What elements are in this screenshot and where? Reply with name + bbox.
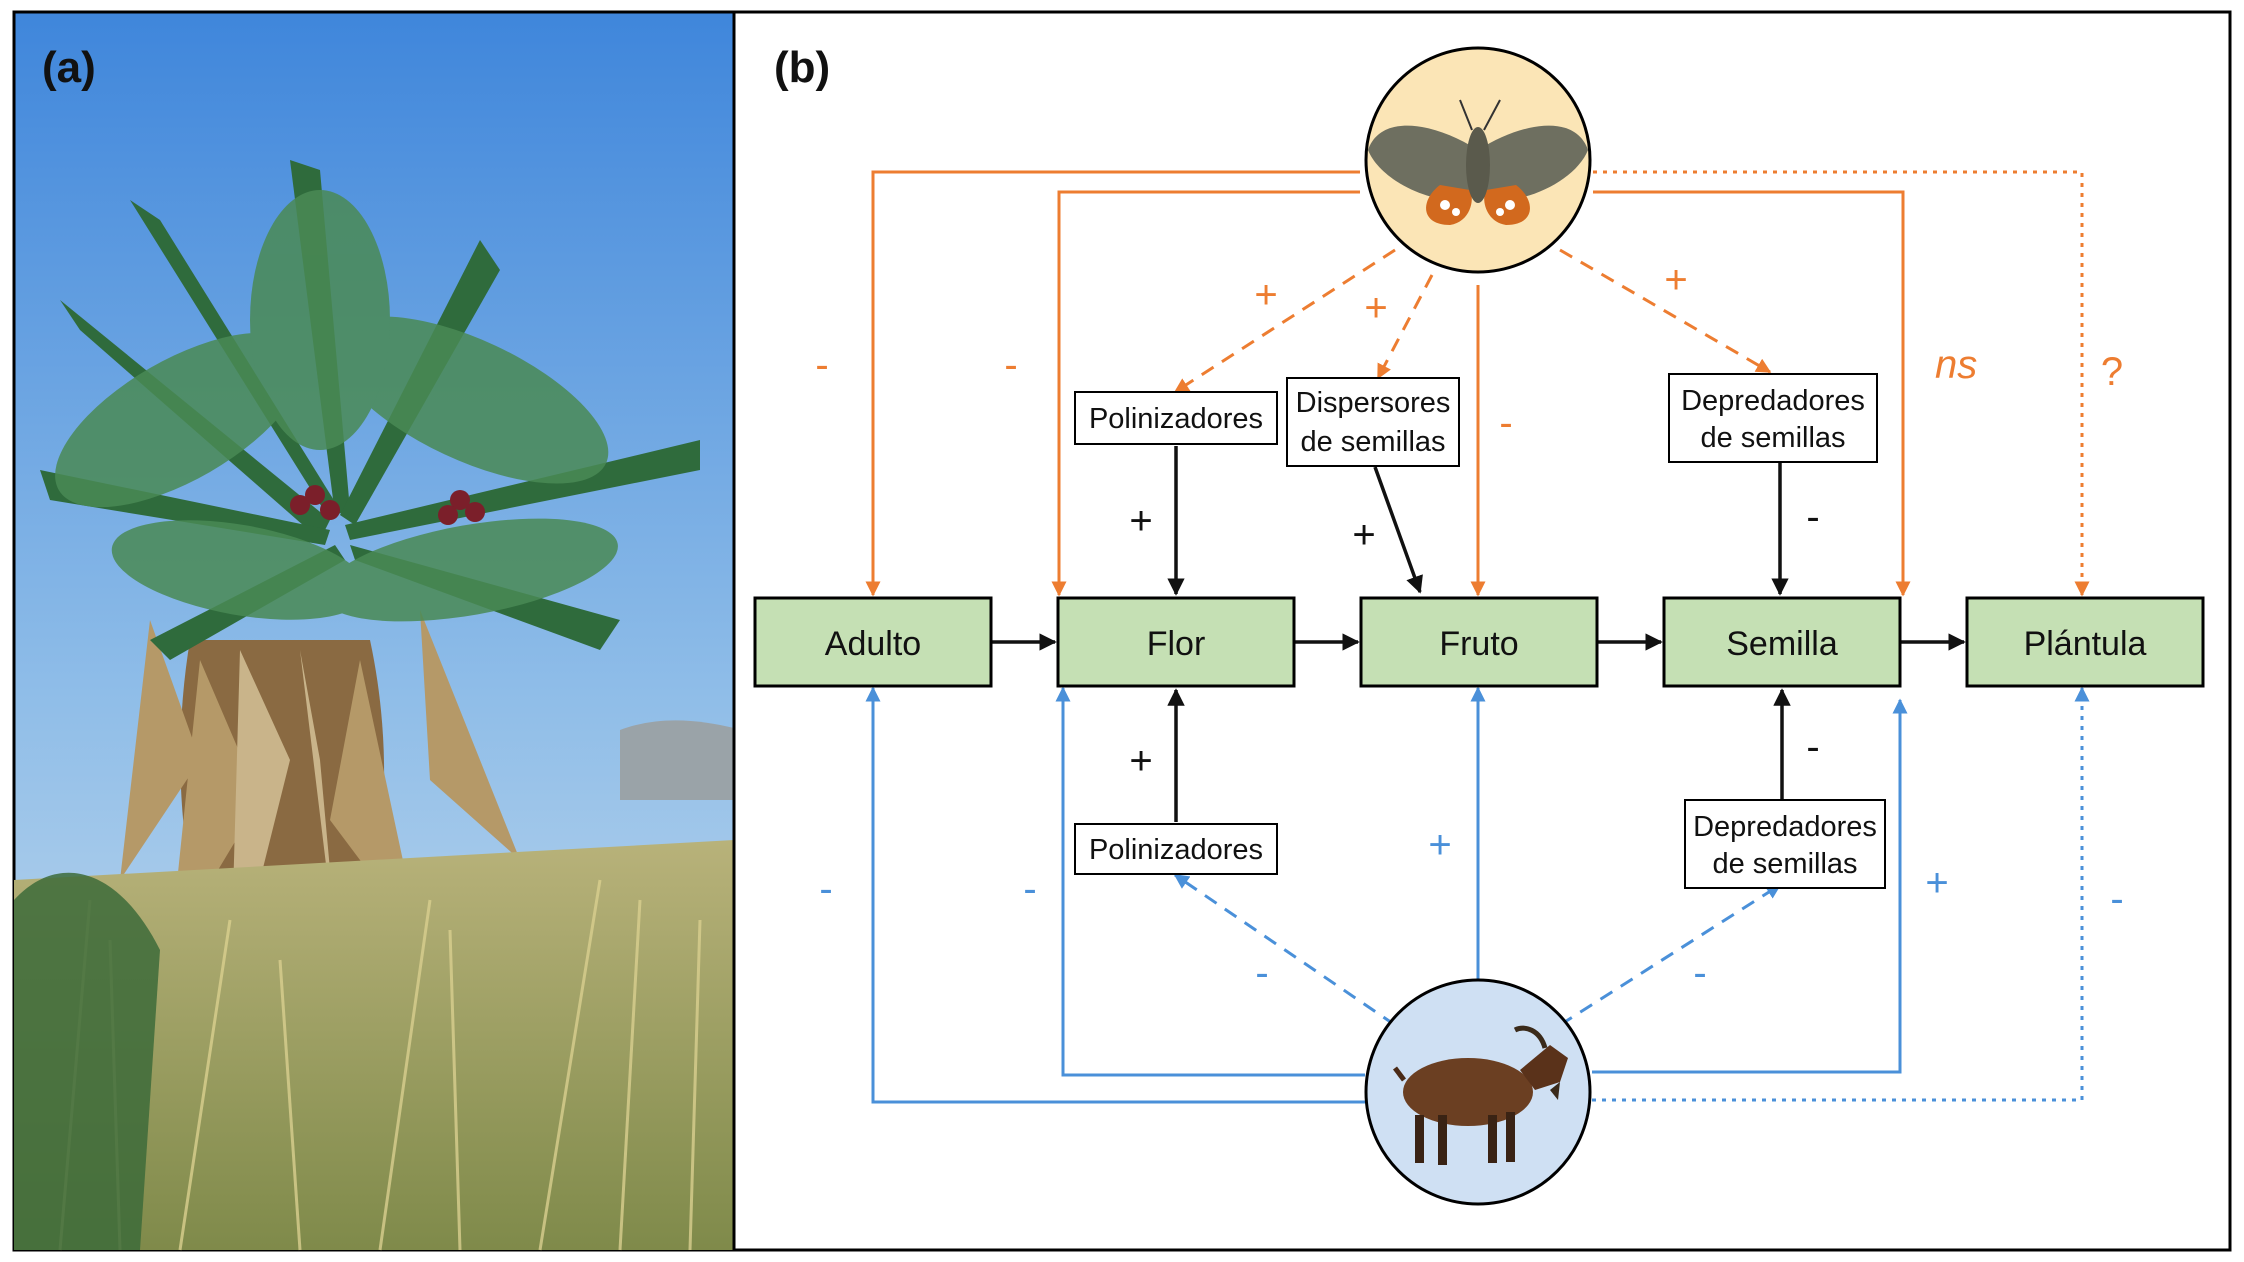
dispersores-label-line1: Dispersores	[1296, 387, 1451, 419]
stage-fruto: Fruto	[1359, 596, 1599, 688]
goat-icon	[1393, 1025, 1568, 1165]
depredadores-top-label-line2: de semillas	[1700, 422, 1845, 454]
panel-b-label: (b)	[774, 43, 830, 92]
goat-to-semilla-arrow	[1592, 698, 1908, 1074]
depredadores-top-label-line1: Depredadores	[1681, 385, 1865, 417]
stage-plantula: Plántula	[1965, 596, 2205, 688]
goat-to-adulto-arrow	[865, 686, 1365, 1104]
polinizadores-flor-bottom-sign: +	[1129, 739, 1152, 783]
palm-tree-photo	[14, 160, 734, 1251]
goat-effect-arrows	[865, 686, 2090, 1104]
moth-effect-arrows	[865, 170, 2090, 597]
stage-flor-label: Flor	[1147, 625, 1206, 663]
panel-b: (b)	[732, 10, 2232, 1252]
moth-dispersores-sign: +	[1364, 286, 1387, 330]
moth-fruto-sign: -	[1499, 401, 1512, 445]
moth-flor-sign: -	[1004, 343, 1017, 387]
depredadores-semilla-bottom-sign: -	[1806, 725, 1819, 769]
panel-a: (a)	[12, 10, 736, 1252]
depredadores-bottom-label-line1: Depredadores	[1693, 811, 1877, 843]
panel-a-label: (a)	[42, 43, 96, 92]
polinizadores-bottom-label: Polinizadores	[1089, 834, 1263, 866]
dispersores-to-fruto-arrow	[1373, 466, 1423, 594]
dispersores-box: Dispersores de semillas	[1286, 377, 1460, 467]
moth-adulto-sign: -	[815, 343, 828, 387]
goat-adulto-sign: -	[819, 867, 832, 911]
goat-plantula-sign: -	[2110, 877, 2123, 921]
stage-adulto-label: Adulto	[825, 625, 921, 663]
moth-to-dispersores-arrow	[1376, 274, 1434, 380]
goat-depredadores-sign: -	[1693, 951, 1706, 995]
moth-to-depredadores-arrow	[1559, 248, 1772, 374]
moth-plantula-sign: ?	[2101, 350, 2123, 394]
moth-semilla-sign: ns	[1935, 343, 1977, 387]
depredadores-semilla-top-sign: -	[1806, 495, 1819, 539]
moth-icon	[1368, 99, 1588, 225]
moth-node	[1364, 46, 1592, 274]
moth-to-plantula-arrow	[1593, 170, 2090, 597]
dispersores-fruto-sign: +	[1352, 513, 1375, 557]
polinizadores-top-box: Polinizadores	[1074, 391, 1278, 445]
polinizadores-top-label: Polinizadores	[1089, 403, 1263, 435]
moth-to-polinizadores-arrow	[1173, 248, 1396, 394]
black-arrows	[991, 446, 1966, 822]
polinizadores-bottom-box: Polinizadores	[1074, 823, 1278, 875]
goat-to-plantula-arrow	[1592, 686, 2090, 1102]
moth-polinizadores-sign: +	[1254, 273, 1277, 317]
moth-to-adulto-arrow	[865, 170, 1360, 597]
polinizadores-flor-top-sign: +	[1129, 499, 1152, 543]
depredadores-top-box: Depredadores de semillas	[1668, 373, 1878, 463]
goat-polinizadores-sign: -	[1255, 951, 1268, 995]
moth-depredadores-sign: +	[1664, 258, 1687, 302]
stage-adulto: Adulto	[753, 596, 993, 688]
depredadores-bottom-label-line2: de semillas	[1712, 848, 1857, 880]
stage-flor: Flor	[1056, 596, 1296, 688]
goat-node	[1364, 978, 1592, 1206]
goat-flor-sign: -	[1023, 867, 1036, 911]
goat-to-depredadores-arrow	[1559, 883, 1782, 1027]
goat-semilla-sign: +	[1925, 861, 1948, 905]
stage-fruto-label: Fruto	[1439, 625, 1518, 663]
depredadores-bottom-box: Depredadores de semillas	[1684, 799, 1886, 889]
stage-plantula-label: Plántula	[2024, 625, 2147, 663]
moth-to-semilla-arrow	[1593, 190, 1911, 597]
stage-semilla: Semilla	[1662, 596, 1902, 688]
goat-fruto-sign: +	[1428, 823, 1451, 867]
goat-to-flor-arrow	[1055, 686, 1365, 1077]
stage-semilla-label: Semilla	[1726, 625, 1838, 663]
goat-to-polinizadores-arrow	[1173, 873, 1396, 1027]
dispersores-label-line2: de semillas	[1300, 426, 1445, 458]
moth-to-flor-arrow	[1051, 190, 1360, 597]
